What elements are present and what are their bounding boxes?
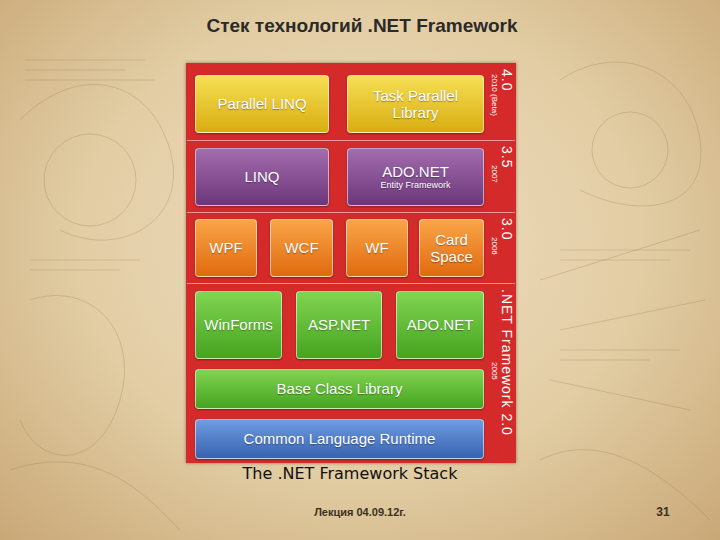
box-label: Parallel LINQ bbox=[217, 95, 306, 112]
technology-box: Task Parallel Library bbox=[347, 75, 484, 133]
box-label: Base Class Library bbox=[277, 380, 403, 397]
version-label: 4.02010 (Beta) bbox=[487, 64, 515, 140]
version-number: 4.0 bbox=[499, 64, 515, 140]
technology-box: WPF bbox=[195, 219, 257, 277]
version-number: 3.0 bbox=[499, 213, 515, 284]
release-year: 2010 (Beta) bbox=[489, 64, 499, 140]
technology-box: LINQ bbox=[195, 148, 329, 206]
release-year: 2005 bbox=[489, 284, 499, 463]
technology-box: Base Class Library bbox=[195, 369, 484, 409]
technology-box: Common Language Runtime bbox=[195, 419, 484, 459]
technology-box: ASP.NET bbox=[296, 291, 382, 359]
release-year: 2006 bbox=[489, 213, 499, 284]
box-sublabel: Entity Framework bbox=[380, 180, 450, 190]
box-label: WinForms bbox=[204, 316, 272, 333]
box-label: ADO.NET bbox=[407, 316, 474, 333]
box-label: WF bbox=[365, 239, 388, 256]
box-label: Common Language Runtime bbox=[244, 430, 436, 447]
box-label: LINQ bbox=[244, 168, 279, 185]
technology-box: Parallel LINQ bbox=[195, 75, 329, 133]
version-band: 3.02006 WPF WCF WF Card Space bbox=[187, 212, 515, 283]
version-number: .NET Framework 2.0 bbox=[499, 284, 515, 463]
technology-box: Card Space bbox=[419, 219, 484, 277]
version-label: 3.52007 bbox=[487, 141, 515, 213]
box-label: WPF bbox=[209, 239, 242, 256]
technology-box: WF bbox=[346, 219, 408, 277]
version-label: .NET Framework 2.02005 bbox=[487, 284, 515, 463]
slide-title: Стек технологий .NET Framework bbox=[206, 15, 517, 37]
technology-box: ADO.NETEntity Framework bbox=[347, 148, 484, 206]
technology-box: ADO.NET bbox=[396, 291, 484, 359]
version-band: 4.02010 (Beta) Parallel LINQ Task Parallel… bbox=[187, 64, 515, 140]
version-band: 3.52007 LINQ ADO.NETEntity Framework bbox=[187, 140, 515, 212]
technology-box: WCF bbox=[270, 219, 333, 277]
box-label: Task Parallel Library bbox=[352, 87, 479, 122]
box-label: Card Space bbox=[424, 231, 479, 266]
version-number: 3.5 bbox=[499, 141, 515, 213]
release-year: 2007 bbox=[489, 141, 499, 213]
version-band: .NET Framework 2.02005 WinForms ASP.NET ADO… bbox=[187, 283, 515, 462]
figure-caption: The .NET Framework Stack bbox=[243, 464, 458, 483]
box-label: WCF bbox=[284, 239, 318, 256]
page-number: 31 bbox=[656, 505, 669, 519]
version-label: 3.02006 bbox=[487, 213, 515, 284]
footer-text: Лекция 04.09.12г. bbox=[314, 506, 406, 518]
box-label: ADO.NET bbox=[382, 163, 449, 180]
box-label: ASP.NET bbox=[308, 316, 370, 333]
technology-box: WinForms bbox=[195, 291, 282, 359]
